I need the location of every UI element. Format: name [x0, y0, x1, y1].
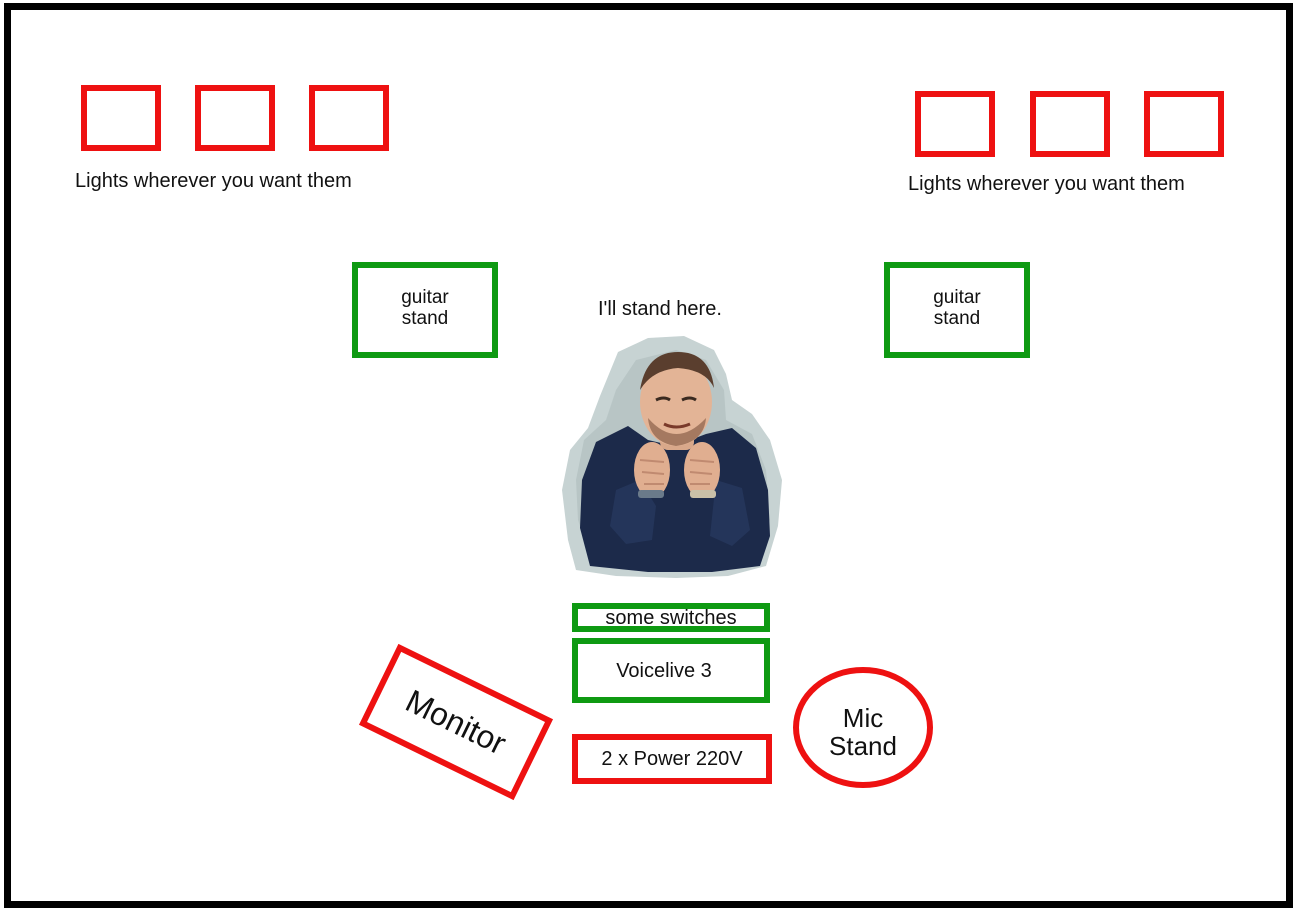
guitar-stand-left-line1: guitar [401, 287, 449, 308]
power-box: 2 x Power 220V [572, 734, 772, 784]
power-label: 2 x Power 220V [601, 748, 743, 770]
guitar-stand-left-line2: stand [401, 308, 449, 329]
mic-stand-line1: Mic [842, 703, 884, 733]
performer-photo [562, 336, 782, 578]
guitar-stand-left: guitar stand [352, 262, 498, 358]
monitor-label: Monitor [400, 682, 512, 762]
voicelive-label: Voicelive 3 [616, 659, 712, 682]
light-right-3 [1144, 91, 1224, 157]
performer-hand-right [684, 442, 720, 498]
switches-box: some switches [572, 603, 770, 632]
guitar-stand-right-line1: guitar [933, 287, 981, 308]
guitar-stand-right: guitar stand [884, 262, 1030, 358]
lights-right-label: Lights wherever you want them [908, 173, 1185, 195]
light-left-2 [195, 85, 275, 151]
switches-label: some switches [605, 606, 737, 629]
light-left-3 [309, 85, 389, 151]
mic-stand-line2: Stand [829, 731, 897, 761]
light-left-1 [81, 85, 161, 151]
voicelive-box: Voicelive 3 [572, 638, 770, 703]
performer-hand-left [634, 442, 670, 498]
guitar-stand-right-line2: stand [933, 308, 981, 329]
light-right-2 [1030, 91, 1110, 157]
performer-caption: I'll stand here. [598, 298, 722, 320]
lights-left-label: Lights wherever you want them [75, 170, 352, 192]
mic-stand: Mic Stand [793, 667, 933, 788]
light-right-1 [915, 91, 995, 157]
performer-head [640, 358, 712, 446]
